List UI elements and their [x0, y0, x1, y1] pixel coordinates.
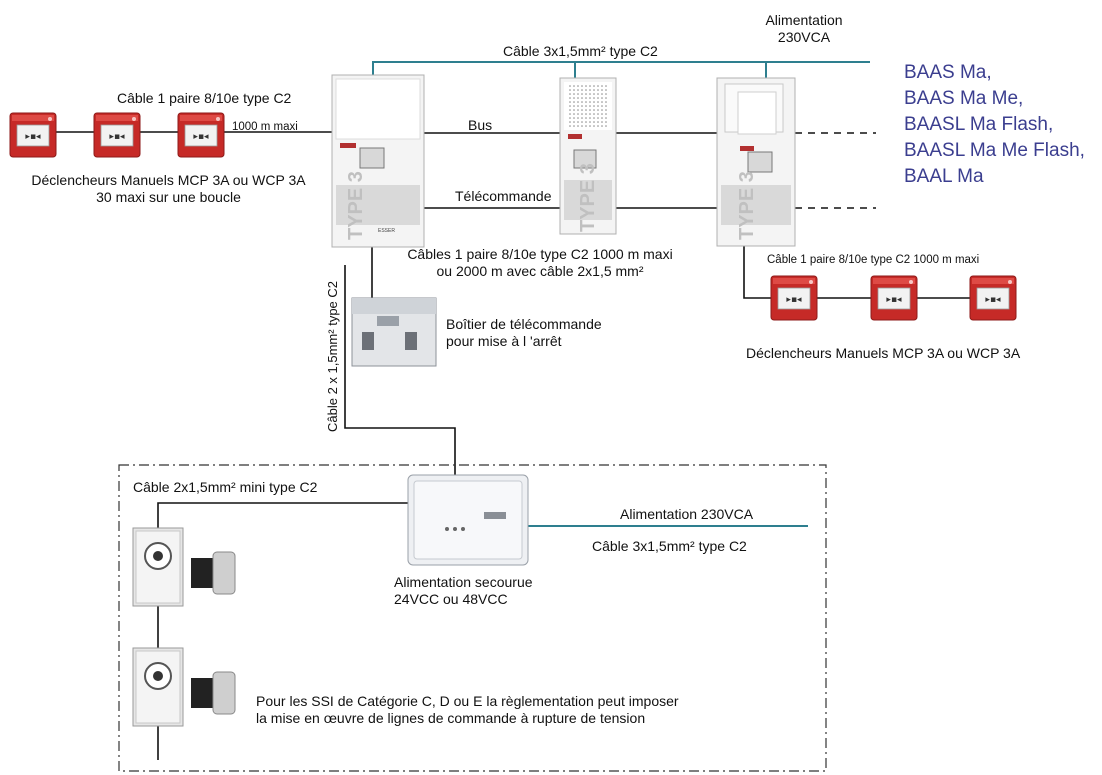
label-telecommande: Télécommande: [455, 188, 552, 204]
power-supply-icon: [407, 474, 529, 566]
call-point-icon: [969, 275, 1017, 321]
label-alimentation-mid: Alimentation 230VCA: [620, 506, 754, 522]
remote-control-box-icon: [351, 297, 437, 367]
label-cable-mini: Câble 2x1,5mm² mini type C2: [133, 479, 318, 495]
call-point-icon: [770, 275, 818, 321]
svg-text:ESSER: ESSER: [378, 228, 395, 234]
power-line-top: [372, 61, 870, 78]
type-label: TYPE 3: [577, 163, 599, 232]
baas-item: BAAS Ma Me,: [904, 88, 1024, 109]
label-bus: Bus: [468, 117, 493, 133]
door-holder-icon: [132, 647, 236, 727]
type-label: TYPE 3: [736, 171, 758, 240]
call-point-icon: [93, 112, 141, 158]
label-boitier: Boîtier de télécommande pour mise à l 'a…: [446, 316, 602, 349]
label-alimentation-top: Alimentation 230VCA: [765, 12, 843, 45]
alarm-unit-icon: ESSER: [331, 74, 425, 248]
baas-item: BAASL Ma Me Flash,: [904, 140, 1085, 161]
label-cable-vertical: Câble 2 x 1,5mm² type C2: [325, 281, 340, 432]
baas-item: BAAS Ma,: [904, 62, 992, 83]
label-1000m-left: 1000 m maxi: [232, 121, 298, 133]
label-cable-paire-left: Câble 1 paire 8/10e type C2: [117, 90, 292, 106]
zone-enclosure: [118, 464, 827, 772]
baas-item: BAASL Ma Flash,: [904, 114, 1054, 135]
label-declencheurs-right: Déclencheurs Manuels MCP 3A ou WCP 3A: [746, 345, 1021, 361]
call-point-icon: [9, 112, 57, 158]
call-point-icon: [870, 275, 918, 321]
alarm-unit-icon: [559, 77, 617, 235]
label-cables-paire-center: Câbles 1 paire 8/10e type C2 1000 m maxi…: [407, 246, 673, 279]
label-alimentation-secourue: Alimentation secourue 24VCC ou 48VCC: [394, 574, 533, 607]
label-cable-top: Câble 3x1,5mm² type C2: [503, 43, 658, 59]
label-cable-paire-right: Câble 1 paire 8/10e type C2 1000 m maxi: [767, 254, 980, 266]
baas-list: BAAS Ma, BAAS Ma Me, BAASL Ma Flash, BAA…: [904, 60, 1085, 190]
call-point-icon: [177, 112, 225, 158]
baas-item: BAAL Ma: [904, 166, 984, 187]
door-holder-icon: [132, 527, 236, 607]
type-label: TYPE 3: [345, 171, 367, 240]
alarm-unit-icon: [716, 77, 796, 247]
wire-vertical: [344, 265, 456, 475]
label-ssi-note: Pour les SSI de Catégorie C, D ou E la r…: [256, 693, 679, 726]
label-cable-mid: Câble 3x1,5mm² type C2: [592, 538, 747, 554]
label-declencheurs-left: Déclencheurs Manuels MCP 3A ou WCP 3A 30…: [31, 172, 306, 205]
